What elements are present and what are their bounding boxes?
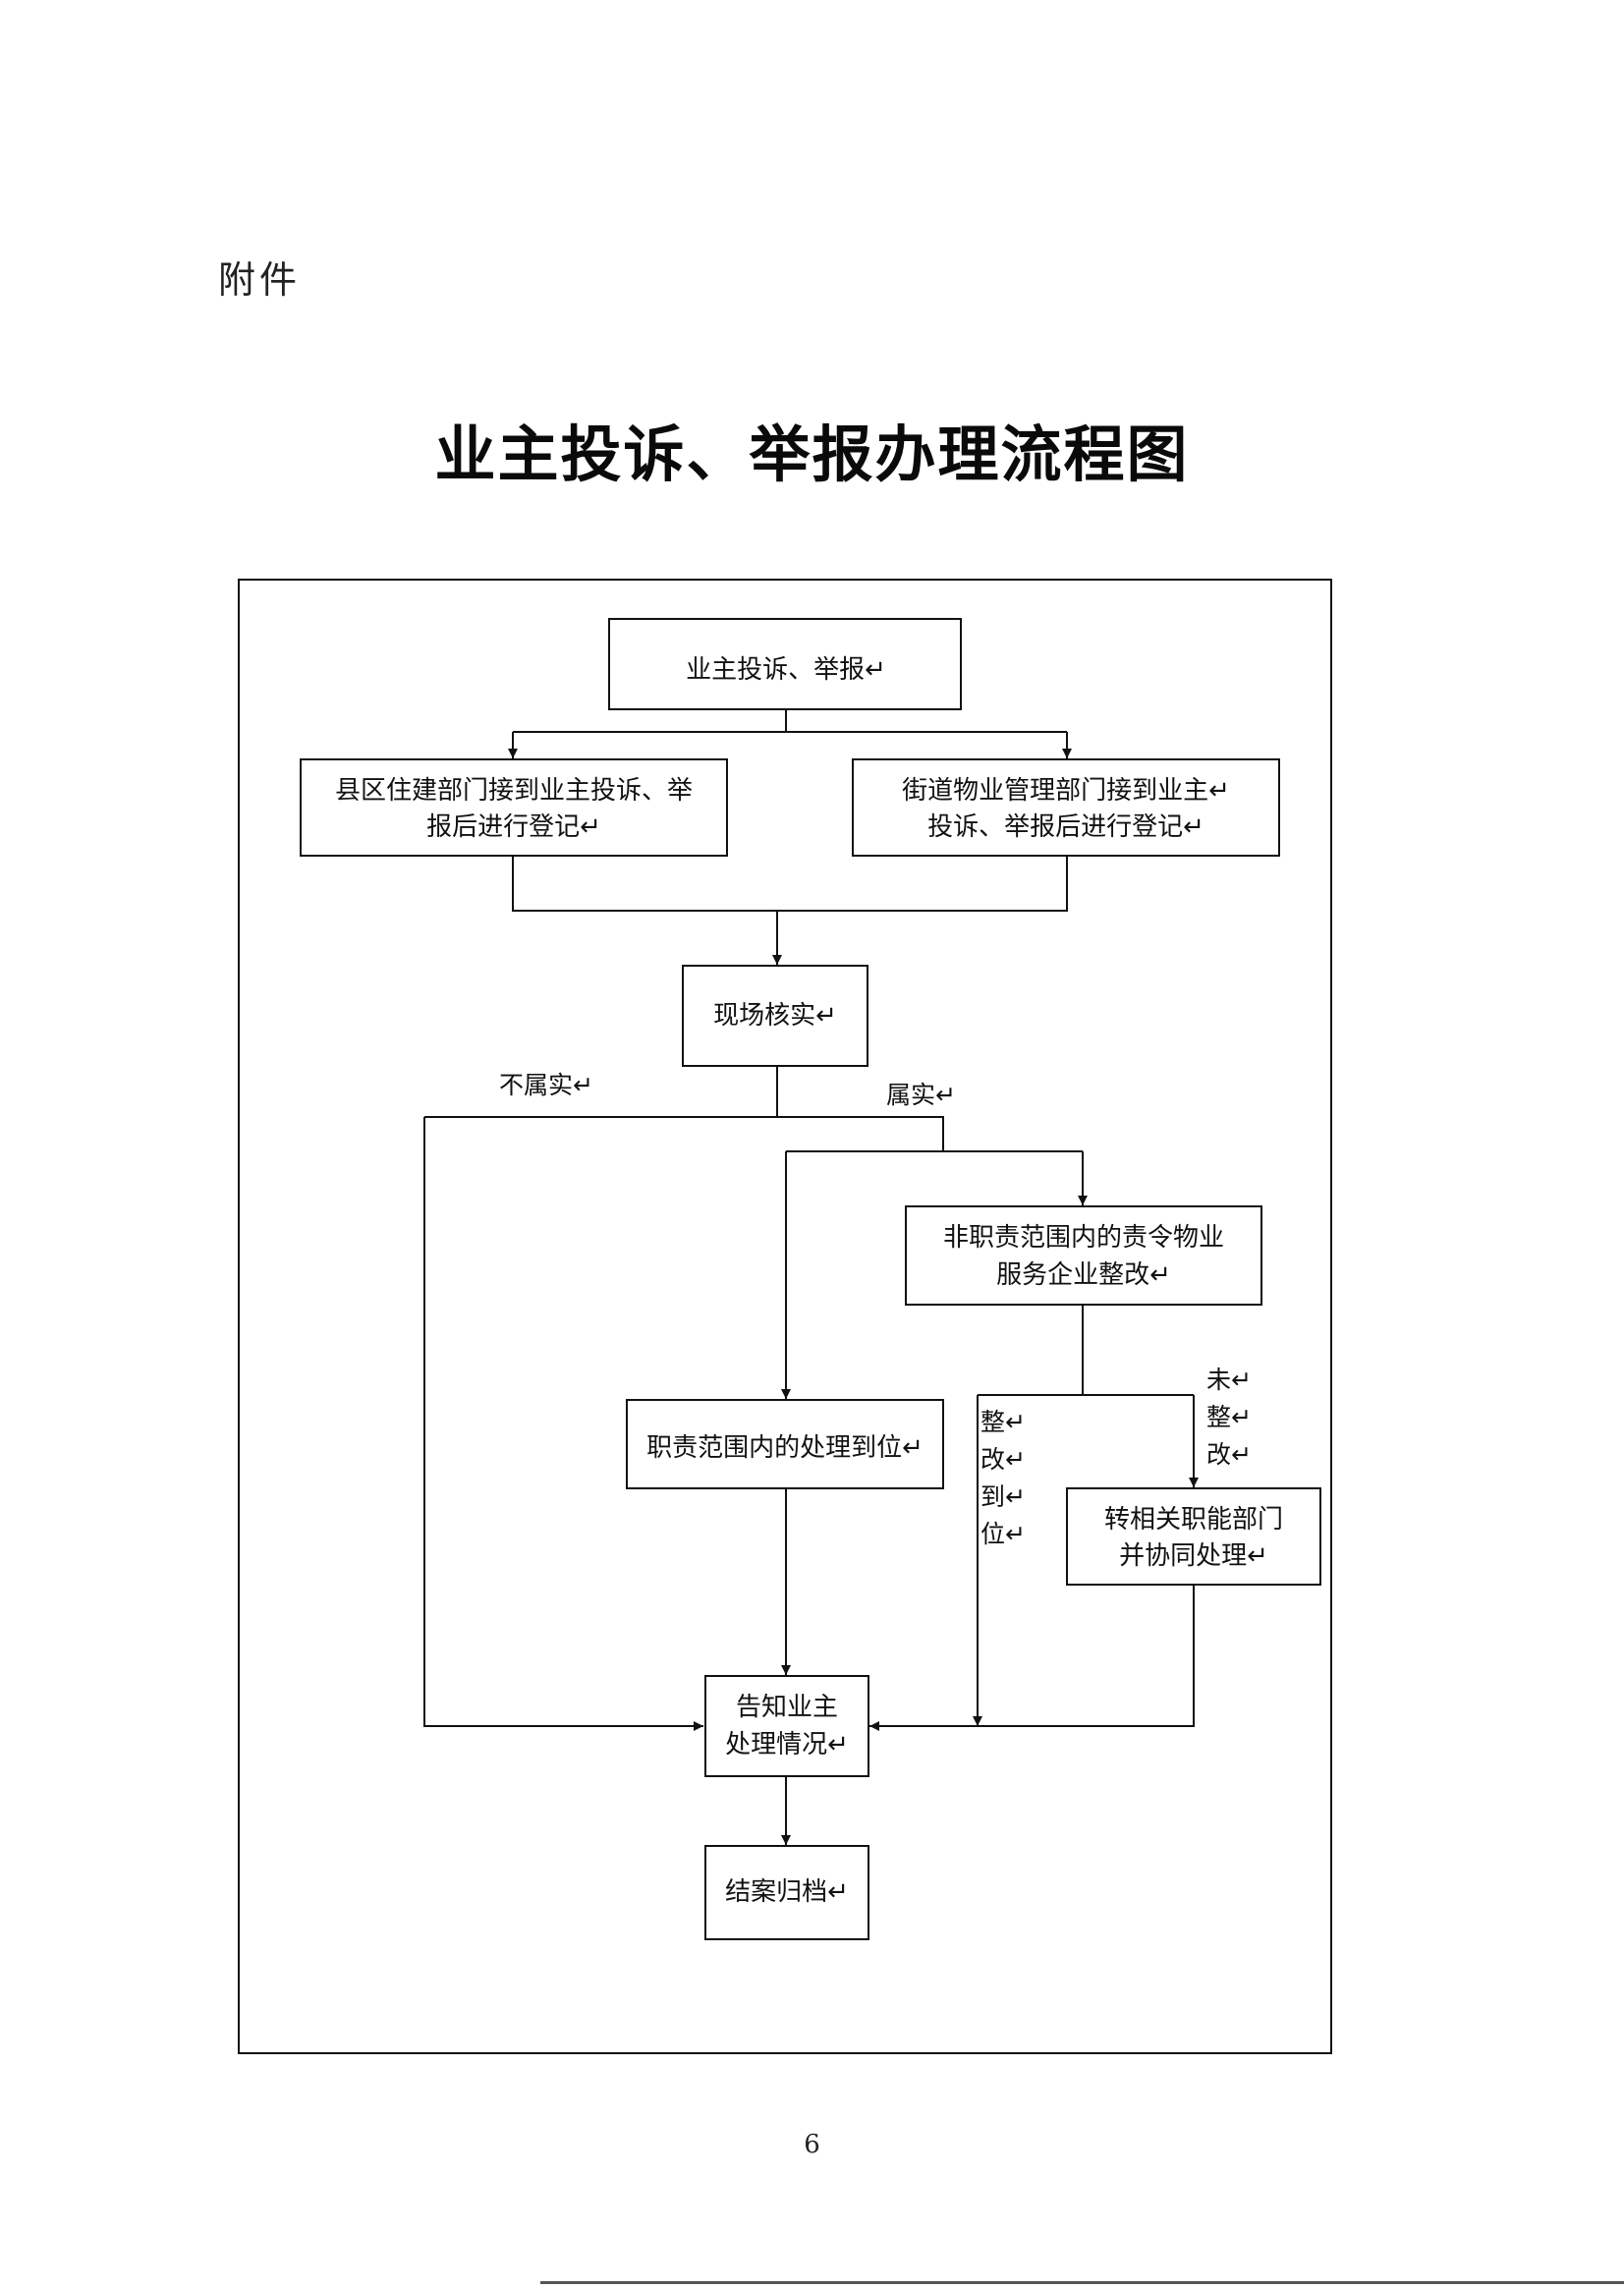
- label-true: 属实↵: [886, 1081, 956, 1109]
- label-not-rectified: 未↵ 整↵ 改↵: [1206, 1366, 1252, 1469]
- node-text-line: 投诉、举报后进行登记↵: [927, 812, 1204, 842]
- node-text-line: 告知业主: [736, 1693, 838, 1722]
- node-complaint: 业主投诉、举报↵: [608, 618, 962, 710]
- label-not-rectified-char: 整↵: [1206, 1403, 1252, 1431]
- label-rectified-char: 位↵: [980, 1520, 1026, 1548]
- node-text-line: 并协同处理↵: [1119, 1541, 1268, 1571]
- node-county-register: 县区住建部门接到业主投诉、举 报后进行登记↵: [300, 758, 728, 857]
- connector-site-check-branch: [424, 1066, 944, 1151]
- node-text-line: 街道物业管理部门接到业主↵: [902, 776, 1230, 806]
- diagram-frame: [238, 579, 1332, 2054]
- node-transfer: 转相关职能部门 并协同处理↵: [1066, 1487, 1321, 1586]
- node-street-register: 街道物业管理部门接到业主↵ 投诉、举报后进行登记↵: [852, 758, 1280, 857]
- page-number: 6: [804, 2130, 820, 2159]
- node-text-line: 业主投诉、举报↵: [686, 655, 886, 685]
- node-text-line: 非职责范围内的责令物业: [943, 1223, 1224, 1253]
- arrow-transfer-to-notify: [869, 1585, 1195, 1731]
- node-text-line: 现场核实↵: [713, 1001, 837, 1031]
- node-handle-in-scope: 职责范围内的处理到位↵: [626, 1399, 944, 1489]
- node-text-line: 处理情况↵: [725, 1730, 849, 1759]
- connector-split-register: [512, 709, 1068, 756]
- node-site-check: 现场核实↵: [682, 965, 868, 1067]
- connector-merge-register: [512, 856, 1068, 912]
- node-text-line: 结案归档↵: [725, 1877, 849, 1907]
- page-title: 业主投诉、举报办理流程图: [434, 419, 1190, 490]
- label-rectified-char: 整↵: [980, 1408, 1026, 1436]
- node-notify-owner: 告知业主 处理情况↵: [704, 1675, 869, 1777]
- node-text-line: 县区住建部门接到业主投诉、举: [335, 776, 693, 806]
- label-rectified-char: 改↵: [980, 1445, 1026, 1474]
- attachment-label: 附件: [218, 258, 302, 302]
- connectors: [423, 709, 1199, 1845]
- node-text-line: 报后进行登记↵: [426, 812, 601, 842]
- node-close-archive: 结案归档↵: [704, 1845, 869, 1940]
- label-rectified: 整↵ 改↵ 到↵ 位↵: [980, 1408, 1026, 1548]
- node-text-line: 服务企业整改↵: [996, 1260, 1171, 1290]
- label-not-rectified-char: 改↵: [1206, 1440, 1252, 1469]
- label-rectified-char: 到↵: [980, 1482, 1026, 1511]
- label-not-true: 不属实↵: [499, 1071, 593, 1099]
- bottom-rule: [540, 2281, 1624, 2284]
- node-text-line: 职责范围内的处理到位↵: [646, 1433, 924, 1463]
- node-text-line: 转相关职能部门: [1104, 1505, 1283, 1535]
- arrow-not-true-to-notify: [423, 1117, 703, 1731]
- connector-order-split: [978, 1305, 1194, 1396]
- label-not-rectified-char: 未↵: [1206, 1366, 1252, 1394]
- node-order-rectify: 非职责范围内的责令物业 服务企业整改↵: [905, 1205, 1262, 1306]
